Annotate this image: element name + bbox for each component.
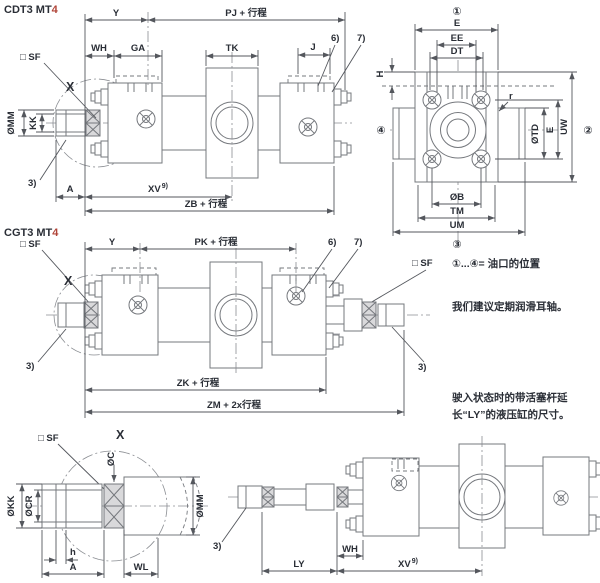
cdt3-detail-x-label: X <box>66 80 75 94</box>
detailx-dim-mm: ØMM <box>195 494 206 517</box>
note-ly-line2: 长“LY”的液压缸的尺寸。 <box>452 408 569 421</box>
cgt3-dim-zk: ZK + 行程 <box>177 377 220 389</box>
ly-dim-ly: LY <box>293 559 305 570</box>
side-dim-tm: TM <box>450 206 464 217</box>
side-dim-ee: EE <box>451 33 464 44</box>
ly-view-dimensions: 3) WH LY XV9) <box>213 507 482 575</box>
side-dim-uw: UW <box>559 119 570 135</box>
note-ly-line1: 驶入状态时的带活塞杆延 <box>452 391 568 404</box>
cgt3-callout-7: 7) <box>354 237 362 248</box>
detailx-sf-label: □ SF <box>38 433 59 444</box>
detailx-dim-wl: WL <box>134 562 149 573</box>
detailx-title: X <box>116 428 125 442</box>
detailx-dim-a: A <box>70 562 77 573</box>
cdt3-callout-3: 3) <box>28 178 36 189</box>
cgt3-dimensions: Y PK + 行程 6) 7) 3) 3) ZK + 行程 ZM + 2x行程 <box>26 236 426 418</box>
detailx-dim-kk: ØKK <box>6 495 17 516</box>
detailx-dim-c: ØC <box>106 452 117 466</box>
cgt3-detail-x-label: X <box>64 274 73 288</box>
side-view-dimensions: E EE DT H ④ r ØTD E UW ② <box>373 18 593 251</box>
cdt3-dim-kk: KK <box>28 116 39 130</box>
cgt3-view: CGT3 MT4 □ SF X <box>4 227 430 418</box>
cgt3-dim-zm: ZM + 2x行程 <box>207 399 262 411</box>
side-dim-h: H <box>375 70 386 77</box>
detailx-dim-h: h <box>70 547 76 558</box>
note-lubrication: 我们建议定期润滑耳轴。 <box>452 300 568 313</box>
cgt3-title: CGT3 MT4 <box>4 227 59 239</box>
cdt3-dim-mm: ØMM <box>6 111 17 134</box>
detail-x-view: □ SF X ØC ØKK <box>6 428 208 578</box>
cgt3-dim-y: Y <box>109 237 116 248</box>
cgt3-dim-pk: PK + 行程 <box>194 236 238 248</box>
port-2-marker: ② <box>583 125 592 137</box>
cdt3-dim-ga: GA <box>131 43 145 54</box>
detailx-dim-cr: ØCR <box>24 495 35 516</box>
side-dim-r: r <box>509 91 513 102</box>
cdt3-view: CDT3 MT4 <box>4 4 365 216</box>
port-1-marker: ① <box>452 6 461 18</box>
note-oil-ports: ①...④= 油口的位置 <box>452 257 541 270</box>
cdt3-dim-pj: PJ + 行程 <box>225 7 267 19</box>
cdt3-callout-7: 7) <box>357 33 365 44</box>
cdt3-dim-tk: TK <box>226 43 239 54</box>
port-4-marker: ④ <box>376 125 385 137</box>
ly-dim-xv: XV9) <box>398 558 418 570</box>
side-dim-e-top: E <box>454 18 460 29</box>
ly-view-drawing <box>228 436 600 576</box>
cgt3-drawing <box>46 248 430 375</box>
cdt3-dim-j: J <box>310 42 315 53</box>
side-dim-dt: DT <box>451 46 464 57</box>
cgt3-sf-right-label: □ SF <box>412 258 433 269</box>
side-dim-e-right: E <box>545 127 556 133</box>
cdt3-dimensions: Y PJ + 行程 WH GA TK J 6) 7) ØMM KK 3 <box>6 7 365 216</box>
ly-callout-3: 3) <box>213 541 221 552</box>
cdt3-sf-label: □ SF <box>20 52 41 63</box>
cdt3-dim-wh: WH <box>91 43 107 54</box>
side-view-drawing <box>376 60 562 250</box>
port-3-marker: ③ <box>452 239 461 251</box>
side-view: ① E EE DT <box>373 6 593 251</box>
side-dim-td: ØTD <box>530 124 541 144</box>
cdt3-title: CDT3 MT4 <box>4 4 59 16</box>
detail-x-drawing <box>26 450 208 562</box>
cdt3-drawing <box>46 52 352 204</box>
cgt3-callout-3-left: 3) <box>26 361 34 372</box>
notes-column: □ SF ①...④= 油口的位置 我们建议定期润滑耳轴。 驶入状态时的带活塞杆… <box>369 257 569 421</box>
cdt3-callout-6: 6) <box>331 33 339 44</box>
ly-view: 3) WH LY XV9) <box>213 436 600 576</box>
detail-x-dimensions: ØC ØKK ØCR ØMM h A WL <box>6 452 206 578</box>
ly-dim-wh: WH <box>342 544 358 555</box>
side-dim-b: ØB <box>450 192 464 203</box>
side-dim-um: UM <box>450 220 465 231</box>
cgt3-callout-3-right: 3) <box>418 362 426 373</box>
cgt3-callout-6: 6) <box>328 237 336 248</box>
cdt3-dim-y: Y <box>113 8 120 19</box>
cdt3-dim-a: A <box>67 184 74 195</box>
cdt3-dim-xv: XV9) <box>148 183 168 195</box>
cgt3-sf-label: □ SF <box>20 239 41 250</box>
cdt3-dim-zb: ZB + 行程 <box>185 198 228 210</box>
